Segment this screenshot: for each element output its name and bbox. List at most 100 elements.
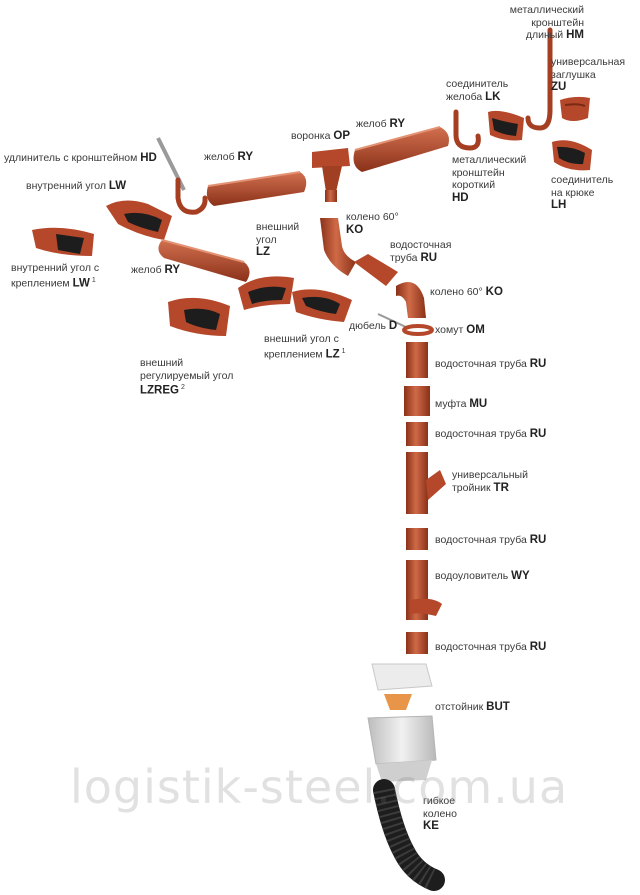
elbow-ko-mid-shape [396, 282, 426, 318]
label-ko-top-text: колено 60° [346, 211, 399, 223]
label-ry-low-code: RY [164, 264, 181, 276]
label-lzreg-code: LZREG [140, 384, 179, 397]
label-ru-top-code: RU [420, 251, 438, 264]
bracket-hd-short-shape [453, 109, 481, 151]
elbow-ko-top-shape [320, 218, 356, 276]
label-ru3-text: водосточная труба [435, 534, 527, 546]
downpipe-ru4-shape [406, 632, 428, 654]
label-ru2: водосточная труба RU [435, 428, 546, 441]
label-om-code: OM [466, 324, 485, 336]
label-ko-mid: колено 60° KO [430, 286, 503, 299]
label-lw1-text: внутренний угол с креплением [11, 262, 100, 289]
label-wy: водоуловитель WY [435, 570, 530, 583]
label-mu: муфта MU [435, 398, 487, 411]
outlet-op-shape [312, 148, 350, 202]
label-ry-low: желоб RY [131, 264, 180, 277]
label-ko-top: колено 60° KO [346, 211, 399, 236]
label-ru4-code: RU [529, 641, 547, 653]
label-lk: соединитель желоба LK [446, 78, 508, 103]
label-zu: универсальная заглушка ZU [551, 56, 625, 94]
label-op: воронка OP [291, 130, 350, 143]
label-ke-text: гибкое колено [423, 795, 457, 820]
clamp-om-shape [402, 324, 434, 336]
tee-tr-shape [406, 452, 446, 514]
label-hm-text: металлический кронштейн длиный [509, 4, 584, 41]
label-op-text: воронка [291, 130, 331, 142]
label-lz1-text: внешний угол с креплением [264, 333, 339, 360]
label-but: отстойник BUT [435, 701, 510, 714]
coupling-mu-shape [404, 386, 430, 416]
dowel-d-shape [377, 313, 409, 329]
adjustable-corner-lzreg-shape [168, 297, 230, 336]
label-lw1-note: 1 [91, 276, 96, 284]
label-ru-top: водосточная труба RU [390, 239, 451, 264]
label-ru-top-text: водосточная труба [390, 239, 452, 264]
label-lz-text: внешний угол [256, 221, 300, 246]
internal-corner-lw1-shape [32, 227, 94, 256]
extender-hd-shape [156, 137, 208, 215]
label-ry-top: желоб RY [356, 118, 405, 131]
label-lz1-code: LZ [325, 348, 340, 360]
label-lw-code: LW [108, 180, 127, 192]
label-lzreg-note: 2 [180, 384, 185, 391]
label-ry-mid-code: RY [237, 151, 254, 163]
label-hd-top: удлинитель с кронштейном HD [4, 152, 157, 165]
label-ru2-code: RU [529, 428, 547, 440]
label-wy-code: WY [511, 570, 530, 582]
sump-but-shape [367, 663, 437, 782]
label-lk-code: LK [485, 90, 501, 103]
label-hd-short: металлический кронштейн короткий HD [452, 154, 526, 204]
label-d-code: D [388, 320, 398, 332]
label-hm: металлический кронштейн длиный HM [510, 4, 584, 42]
label-lz1-note: 1 [341, 347, 346, 355]
label-d-text: дюбель [349, 320, 386, 332]
label-om: хомут OM [435, 324, 485, 337]
label-hd-top-text: удлинитель с кронштейном [4, 152, 138, 164]
label-hd-short-text: металлический кронштейн короткий [452, 154, 527, 191]
label-tr: универсальный тройник TR [452, 469, 528, 494]
label-lh-code: LH [551, 199, 567, 211]
label-zu-code: ZU [551, 81, 567, 93]
label-ke-code: KE [423, 820, 439, 832]
label-tr-text: универсальный тройник [452, 469, 528, 494]
label-tr-code: TR [493, 481, 509, 494]
label-om-text: хомут [435, 324, 464, 336]
label-lw1-code: LW [72, 277, 90, 289]
downpipe-ru-top-shape [354, 254, 398, 286]
flex-elbow-ke-shape [373, 779, 445, 891]
external-corner-lz-shape [238, 276, 294, 310]
label-mu-code: MU [469, 398, 488, 410]
label-but-text: отстойник [435, 701, 484, 713]
label-ke: гибкое колено KE [423, 795, 457, 833]
label-ko-top-code: KO [346, 223, 364, 236]
label-lh-text: соединитель на крюке [551, 174, 614, 199]
watermark: logistik-steel.com.ua [70, 760, 569, 814]
label-ru1-code: RU [529, 358, 547, 370]
label-ru2-text: водосточная труба [435, 428, 527, 440]
label-op-code: OP [333, 130, 350, 142]
end-cap-zu-shape [560, 96, 590, 121]
label-lh: соединитель на крюке LH [551, 174, 613, 212]
connector-lh-shape [552, 140, 592, 171]
label-lk-text: соединитель желоба [446, 78, 509, 103]
label-lz-code: LZ [256, 246, 271, 258]
label-mu-text: муфта [435, 398, 467, 410]
label-ry-top-code: RY [389, 118, 406, 130]
label-hd-top-code: HD [140, 152, 157, 164]
label-ru1-text: водосточная труба [435, 358, 527, 370]
label-zu-text: универсальная заглушка [551, 56, 626, 81]
label-wy-text: водоуловитель [435, 570, 509, 582]
label-ry-low-text: желоб [131, 264, 162, 276]
label-hm-code: HM [566, 29, 584, 41]
label-ru4-text: водосточная труба [435, 641, 527, 653]
label-ru3-code: RU [529, 534, 547, 546]
label-ry-top-text: желоб [356, 118, 387, 130]
label-ry-mid-text: желоб [204, 151, 235, 163]
external-corner-lz1-shape [292, 289, 352, 322]
downpipe-ru1-shape [406, 342, 428, 378]
water-collector-wy-shape [406, 560, 442, 620]
label-lzreg-text: внешний регулируемый угол [140, 357, 234, 382]
gutter-ry-low-shape [158, 239, 250, 282]
